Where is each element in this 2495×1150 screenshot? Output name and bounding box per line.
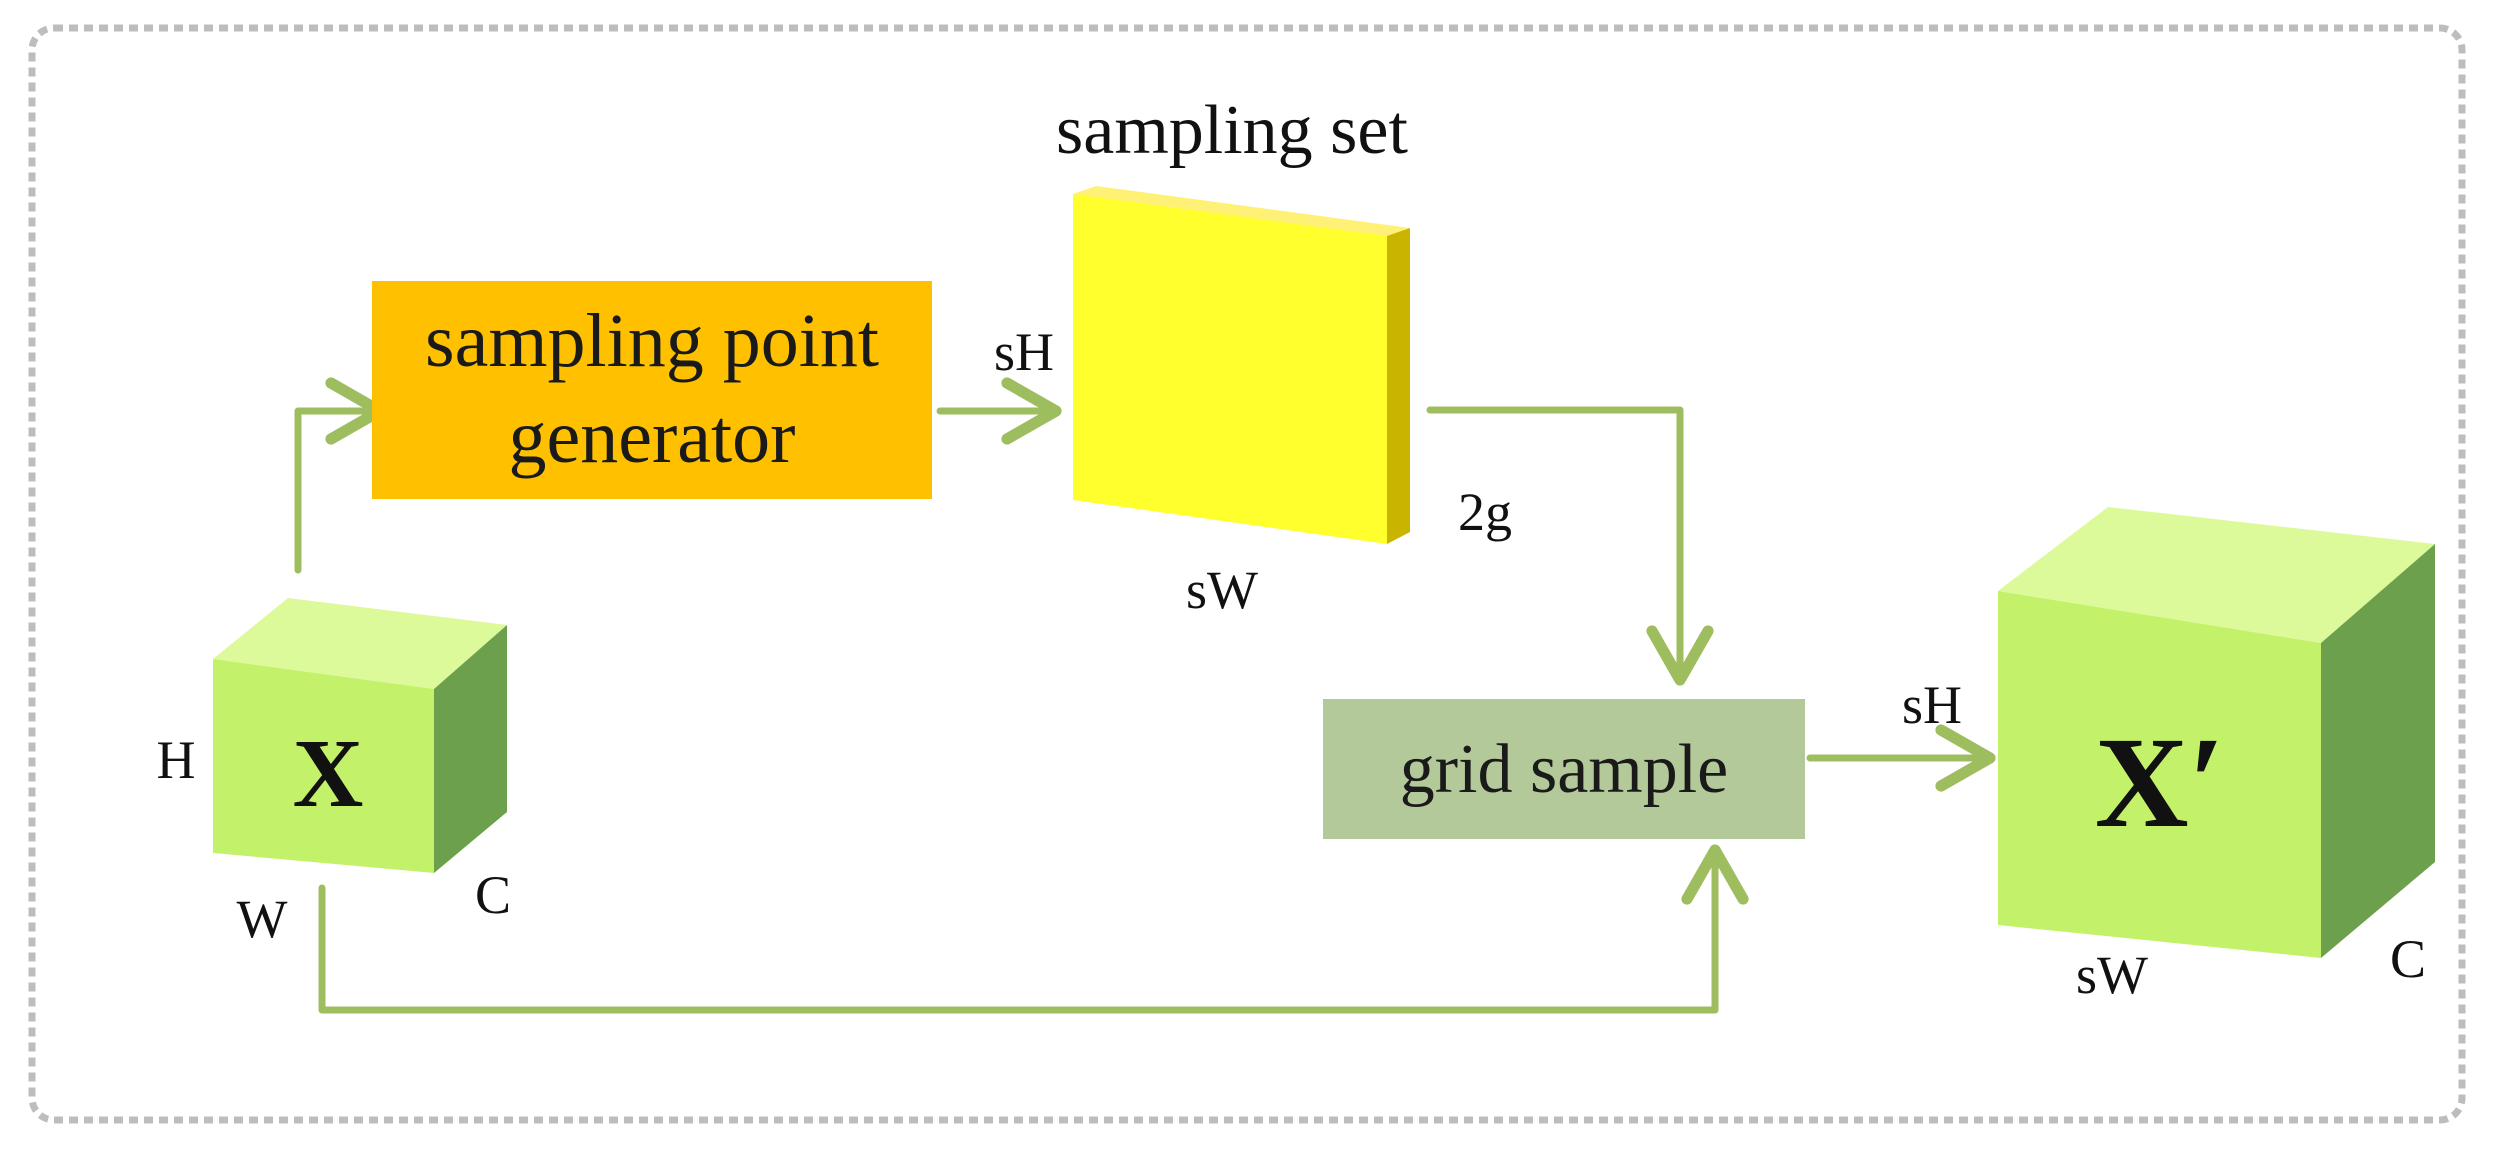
outer-frame: [28, 24, 2466, 1124]
output-tensor-cube: X′ sH sW C: [1902, 507, 2435, 1005]
sampling-set-title: sampling set: [1056, 92, 1408, 169]
generator-label-line1: sampling point: [425, 299, 879, 383]
input-dim-w: W: [237, 889, 288, 949]
arrow-input-to-generator: [294, 377, 386, 574]
sampling-set-slab: sampling set sH 2g sW: [994, 92, 1512, 620]
output-tensor-symbol: X′: [2095, 711, 2225, 855]
grid-sample: grid sample: [1323, 699, 1805, 839]
input-cube-side-face: [434, 625, 507, 873]
sampling-set-dim-w: sW: [1186, 560, 1258, 620]
sampling-set-dim-depth: 2g: [1458, 482, 1512, 542]
sampling-set-side-face: [1387, 228, 1410, 544]
generator-box: [372, 281, 932, 499]
output-cube-front-face: [1998, 591, 2321, 958]
output-cube-side-face: [2321, 544, 2435, 958]
input-cube-top-face: [213, 598, 507, 689]
output-dim-c: C: [2390, 929, 2426, 989]
arrow-sampling-set-to-grid-sample: [1426, 406, 1714, 686]
grid-sample-box: [1323, 699, 1805, 839]
arrow-input-to-grid-sample: [318, 844, 1749, 1014]
sampling-set-top-face: [1073, 186, 1410, 236]
generator-label-line2: generator: [509, 395, 796, 479]
grid-sample-label: grid sample: [1400, 731, 1729, 808]
input-tensor-symbol: X: [293, 720, 364, 828]
output-cube-top-face: [1998, 507, 2435, 643]
sampling-point-generator: sampling point generator: [372, 281, 932, 499]
output-dim-h: sH: [1902, 675, 1962, 735]
input-dim-h: H: [157, 730, 196, 790]
sampling-set-dim-h: sH: [994, 322, 1054, 382]
input-tensor-cube: X H W C: [157, 598, 511, 949]
input-cube-front-face: [213, 659, 434, 873]
sampling-set-front-face: [1073, 194, 1387, 544]
connectors: [294, 377, 1996, 1014]
input-dim-c: C: [475, 865, 511, 925]
output-dim-w: sW: [2076, 945, 2148, 1005]
